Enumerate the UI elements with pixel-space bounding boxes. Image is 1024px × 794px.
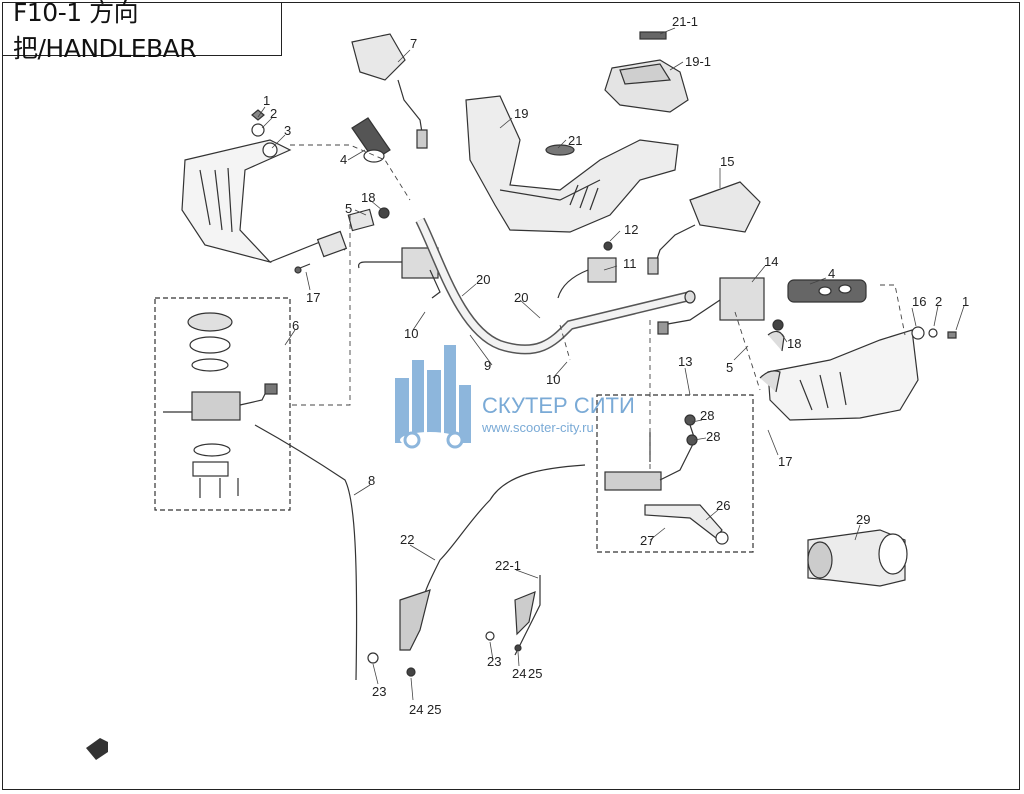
group-box-6: [154, 297, 291, 511]
callout: 2: [270, 106, 277, 121]
callout: 13: [678, 354, 692, 369]
callout: 5: [345, 201, 352, 216]
callout: 12: [624, 222, 638, 237]
callout: 24: [512, 666, 526, 681]
callout: 20: [514, 290, 528, 305]
assembly-lines: [290, 144, 906, 470]
callout: 18: [361, 190, 375, 205]
left-grip: [351, 117, 391, 163]
callout: 19: [514, 106, 528, 121]
callout: 19-1: [685, 54, 711, 69]
callout: 23: [372, 684, 386, 699]
callout: 11: [623, 256, 637, 271]
handlebar-clamp: [807, 529, 908, 587]
master-cylinder-left: [163, 312, 278, 498]
brake-hose-22: [414, 464, 586, 641]
right-mirror: [647, 181, 761, 275]
cable-8: [254, 424, 358, 681]
callout-labels: 1 2 3 4 5 18 17 6 7 8 9 10 10 20 20 11 1…: [263, 14, 969, 717]
callout: 22: [400, 532, 414, 547]
callout: 10: [546, 372, 560, 387]
callout: 2: [935, 294, 942, 309]
callout: 1: [263, 93, 270, 108]
callout: 14: [764, 254, 778, 269]
callout: 21-1: [672, 14, 698, 29]
leader-lines: [257, 27, 965, 701]
watermark: СКУТЕР СИТИ www.scooter-city.ru: [395, 345, 635, 449]
callout: 21: [568, 133, 582, 148]
watermark-city-icon: [395, 345, 471, 449]
callout: 25: [528, 666, 542, 681]
top-cover: [604, 31, 689, 113]
handlebar-cover: [465, 95, 679, 233]
callout: 4: [828, 266, 835, 281]
callout: 16: [912, 294, 926, 309]
left-mirror: [351, 33, 428, 149]
callout: 5: [726, 360, 733, 375]
callout: 10: [404, 326, 418, 341]
center-switch: [557, 241, 617, 299]
callout: 15: [720, 154, 734, 169]
callout: 28: [700, 408, 714, 423]
left-switch: [358, 247, 441, 299]
callout: 9: [484, 358, 491, 373]
callout: 26: [716, 498, 730, 513]
right-switch: [657, 277, 765, 335]
callout: 4: [340, 152, 347, 167]
callout: 17: [306, 290, 320, 305]
group-box-13: [596, 394, 754, 553]
callout: 7: [410, 36, 417, 51]
watermark-url: www.scooter-city.ru: [481, 420, 594, 435]
banjo-fitting-22: [399, 589, 431, 651]
handlebar-tube: [415, 217, 696, 355]
callout: 6: [292, 318, 299, 333]
callout: 25: [427, 702, 441, 717]
callout: 24: [409, 702, 423, 717]
master-cylinder-right: [604, 414, 729, 545]
direction-arrow-icon: [86, 738, 108, 760]
right-grip: [787, 279, 867, 303]
watermark-name: СКУТЕР СИТИ: [482, 393, 635, 418]
callout: 27: [640, 533, 654, 548]
callout: 3: [284, 123, 291, 138]
callout: 28: [706, 429, 720, 444]
callout: 29: [856, 512, 870, 527]
callout: 18: [787, 336, 801, 351]
callout: 22-1: [495, 558, 521, 573]
brake-hose-22-1: [514, 575, 541, 656]
callout: 20: [476, 272, 490, 287]
callout: 1: [962, 294, 969, 309]
right-hand-guard: [759, 319, 957, 421]
callout: 23: [487, 654, 501, 669]
callout: 17: [778, 454, 792, 469]
callout: 8: [368, 473, 375, 488]
